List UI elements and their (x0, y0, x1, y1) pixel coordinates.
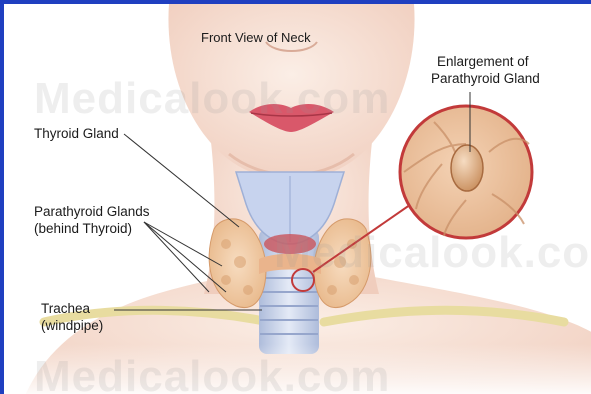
label-thyroid-gland: Thyroid Gland (34, 125, 119, 142)
watermark-top: Medicalook.com (34, 74, 390, 124)
parathyroid-gland-enlarged (451, 145, 483, 191)
label-trachea: Trachea (41, 300, 90, 317)
label-enlargement-gland: Parathyroid Gland (431, 70, 540, 87)
parathyroid-leader-3 (144, 222, 209, 292)
label-parathyroid-glands: Parathyroid Glands (34, 203, 150, 220)
diagram-title: Front View of Neck (201, 29, 311, 46)
label-parathyroid-note: (behind Thyroid) (34, 220, 132, 237)
watermark-middle: Medicalook.com (274, 228, 591, 278)
label-windpipe: (windpipe) (41, 317, 103, 334)
watermark-bottom: Medicalook.com (34, 352, 390, 394)
label-enlargement: Enlargement of (437, 53, 529, 70)
